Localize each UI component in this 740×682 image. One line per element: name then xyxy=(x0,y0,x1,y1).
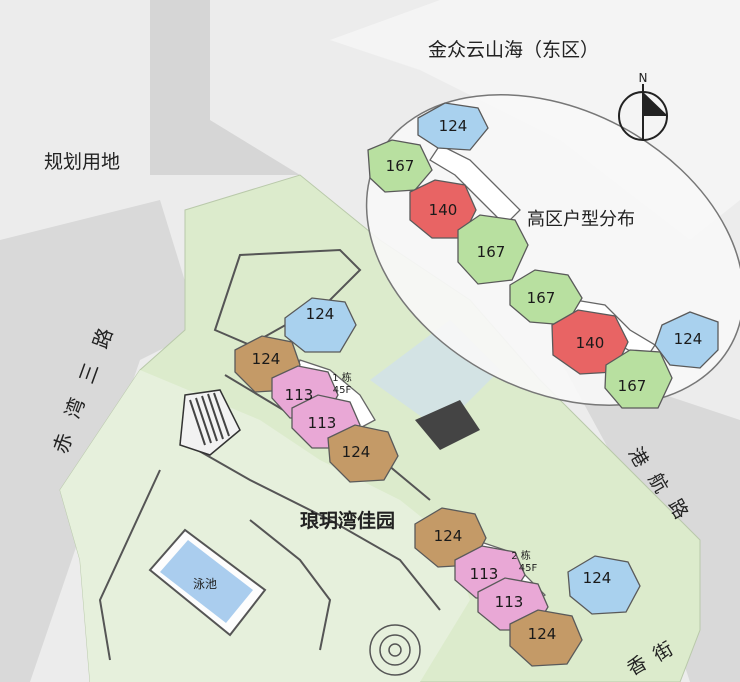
unit-label-t2c: 113 xyxy=(495,593,524,611)
unit-label-t2a: 124 xyxy=(434,527,463,545)
unit-label-layer: 124 167 140 167 167 140 124 167 124 124 … xyxy=(252,117,703,643)
unit-label-u6: 140 xyxy=(576,334,605,352)
tower1-name: 1 栋 xyxy=(332,371,352,384)
road-north xyxy=(150,0,300,175)
unit-label-t1a: 124 xyxy=(306,305,335,323)
unit-label-u3: 140 xyxy=(429,201,458,219)
garden-lower-block xyxy=(60,370,470,682)
unit-label-t1e: 124 xyxy=(342,443,371,461)
tower2-name: 2 栋 xyxy=(511,549,531,562)
high-zone-label: 高区户型分布 xyxy=(527,209,635,230)
pool-label: 泳池 xyxy=(193,577,217,591)
unit-layer xyxy=(234,102,719,667)
unit-label-t2d: 124 xyxy=(583,569,612,587)
tower1-floors: 45F xyxy=(333,385,352,396)
unit-u1 xyxy=(417,102,489,151)
unit-label-t1b: 124 xyxy=(252,350,281,368)
unit-t1a xyxy=(284,297,357,353)
stair-structure xyxy=(179,389,241,456)
unit-t2d xyxy=(567,555,641,615)
unit-label-u1: 124 xyxy=(439,117,468,135)
unit-t2e xyxy=(509,609,583,667)
unit-label-u2: 167 xyxy=(386,157,415,175)
unit-u4 xyxy=(457,214,529,285)
compass-north-label: N xyxy=(639,71,648,85)
unit-label-u4: 167 xyxy=(477,243,506,261)
unit-u2 xyxy=(367,139,433,193)
unit-label-u7: 124 xyxy=(674,330,703,348)
unit-label-u5: 167 xyxy=(527,289,556,307)
tower2-floors: 45F xyxy=(519,563,538,574)
unit-label-t1d: 113 xyxy=(308,414,337,432)
unit-u7 xyxy=(654,311,719,369)
compass-icon: N xyxy=(618,71,668,141)
planned-land-label: 规划用地 xyxy=(44,151,120,173)
unit-t1e xyxy=(327,424,399,483)
plaza-circles xyxy=(369,624,421,676)
unit-label-u8: 167 xyxy=(618,377,647,395)
unit-label-t2e: 124 xyxy=(528,625,557,643)
unit-label-t1c: 113 xyxy=(285,386,314,404)
swimming-pool: 泳池 xyxy=(148,528,267,637)
unit-u8 xyxy=(604,349,673,409)
garden-label: 琅玥湾佳园 xyxy=(300,509,395,532)
unit-u5 xyxy=(509,269,583,326)
east-district-label: 金众云山海（东区） xyxy=(428,39,599,61)
unit-label-t2b: 113 xyxy=(470,565,499,583)
